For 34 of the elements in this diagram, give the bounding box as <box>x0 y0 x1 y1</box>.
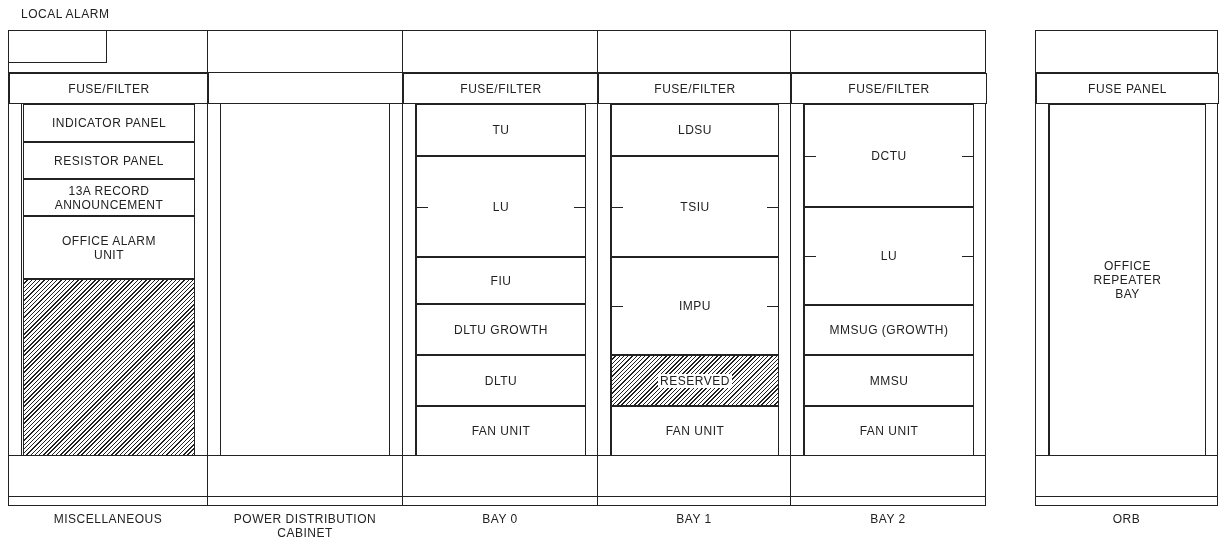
module-panel: MMSUG (GROWTH) <box>804 305 974 355</box>
module-panel: OFFICE ALARM UNIT <box>23 216 195 279</box>
module-panel: FAN UNIT <box>416 406 586 456</box>
module-panel: IMPU <box>611 257 779 355</box>
module-panel: FUSE/FILTER <box>791 73 987 104</box>
module-panel: DCTU <box>804 104 974 207</box>
module-panel: 13A RECORD ANNOUNCEMENT <box>23 179 195 216</box>
module-panel: TU <box>416 104 586 156</box>
module-panel: INDICATOR PANEL <box>23 104 195 142</box>
module-panel: DLTU <box>416 355 586 406</box>
panel-label: LOCAL ALARM <box>21 7 110 21</box>
hatched-panel <box>23 279 195 456</box>
module-panel: OFFICE REPEATER BAY <box>1049 104 1206 456</box>
module-panel: RESISTOR PANEL <box>23 142 195 179</box>
module-panel: FAN UNIT <box>804 406 974 456</box>
module-panel: DLTU GROWTH <box>416 304 586 355</box>
bay-label: BAY 1 <box>675 512 713 526</box>
bay-label: BAY 0 <box>481 512 519 526</box>
hatched-panel <box>611 355 779 406</box>
module-panel: FUSE/FILTER <box>403 73 599 104</box>
module-panel: LU <box>416 156 586 257</box>
module-panel: FUSE/FILTER <box>9 73 209 104</box>
module-panel: LU <box>804 207 974 305</box>
bay-label: ORB <box>1111 512 1142 526</box>
module-panel: FAN UNIT <box>611 406 779 456</box>
module-panel: LDSU <box>611 104 779 156</box>
bay-label: BAY 2 <box>869 512 907 526</box>
bay-label: POWER DISTRIBUTION CABINET <box>232 512 378 540</box>
module-panel: FUSE PANEL <box>1036 73 1219 104</box>
module-panel: FIU <box>416 257 586 304</box>
panel-label: RESERVED <box>658 373 732 388</box>
module-panel: TSIU <box>611 156 779 257</box>
module-panel: MMSU <box>804 355 974 406</box>
bay-label: MISCELLANEOUS <box>52 512 164 526</box>
